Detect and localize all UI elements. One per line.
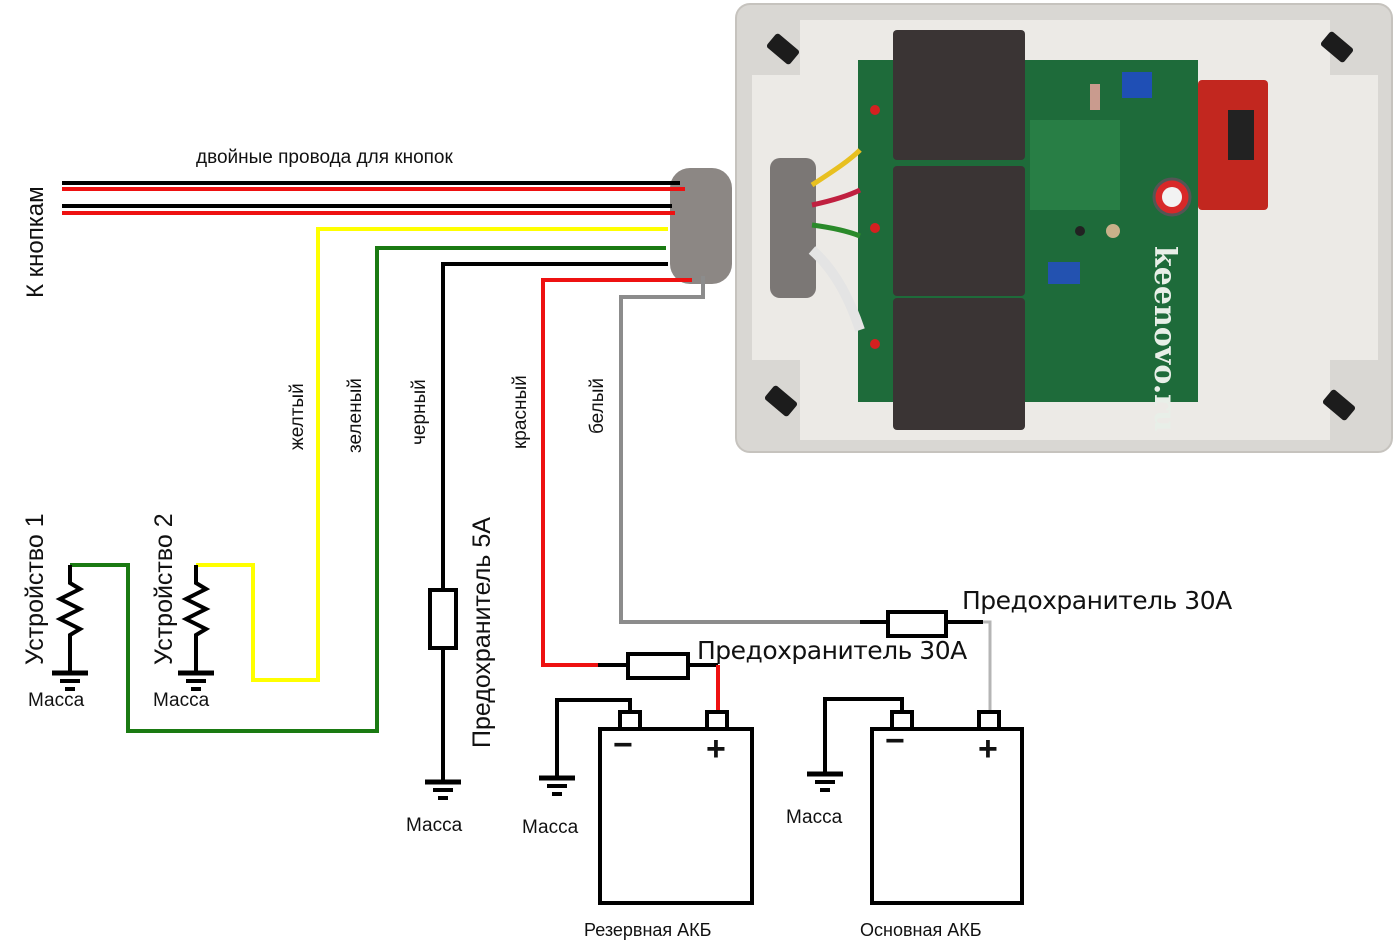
ground-label-main-battery: Масса — [786, 807, 843, 828]
device-photo — [670, 3, 1393, 453]
ground-symbol-backup-battery — [539, 775, 575, 796]
fuse-30a-main-label: Предохранитель 30А — [962, 586, 1232, 615]
battery-main-body — [870, 727, 1024, 905]
fuse-30a-main — [886, 610, 948, 638]
relay-3 — [893, 298, 1025, 430]
relay-1 — [893, 30, 1025, 160]
ground-label-backup-battery: Масса — [522, 817, 579, 838]
device-1-label: Устройство 1 — [21, 513, 49, 665]
potentiometer — [1048, 262, 1080, 284]
mount-slot-tl — [766, 33, 800, 65]
jumper-block — [1122, 72, 1152, 98]
mount-slot-bl — [764, 385, 798, 417]
cable-gland — [670, 148, 865, 332]
battery-backup-ground-lead — [555, 698, 632, 776]
ground-label-device-1: Масса — [28, 690, 85, 711]
wire-white — [619, 276, 860, 624]
ground-label-fuse-5a: Масса — [406, 815, 463, 836]
wire-label-yellow: желтый — [287, 383, 308, 450]
wire-label-red: красный — [510, 375, 531, 449]
pcb-brand-text: keenovo.ru — [1147, 246, 1182, 432]
photo-sensor — [1106, 224, 1120, 238]
battery-main-minus: − — [885, 722, 905, 760]
pcb-module — [1030, 120, 1120, 210]
wire-yellow — [196, 227, 668, 682]
usb-port — [1228, 110, 1254, 160]
battery-main-label: Основная АКБ — [860, 920, 982, 940]
ground-symbol-fuse-5a — [425, 779, 461, 800]
battery-backup-terminal-plus — [705, 710, 729, 731]
led-1 — [870, 105, 880, 115]
title-double-wires: двойные провода для кнопок — [196, 147, 453, 168]
led-3 — [870, 339, 880, 349]
wire-red — [541, 278, 692, 667]
mount-slot-br — [1322, 389, 1356, 421]
battery-backup-body — [598, 727, 754, 905]
ground-symbol-device-1 — [52, 670, 88, 691]
fuse-5a — [428, 588, 458, 650]
device-2-resistor — [181, 565, 211, 673]
ground-label-device-2: Масса — [153, 690, 210, 711]
battery-main-plus: + — [978, 730, 998, 768]
gland-body — [670, 168, 732, 284]
wires — [62, 181, 992, 780]
inner-wire-green — [811, 222, 861, 239]
wire-label-white: белый — [587, 378, 608, 434]
ground-symbol-main-battery — [807, 771, 843, 792]
wire-label-black: черный — [409, 379, 430, 445]
battery-main-ground-lead — [823, 697, 904, 772]
device-1-resistor — [55, 565, 85, 673]
to-buttons-label: К кнопкам — [22, 186, 49, 298]
mount-slot-tr — [1320, 31, 1354, 63]
inner-wire-red — [811, 187, 862, 208]
device-2-label: Устройство 2 — [150, 513, 178, 665]
battery-main-terminal-plus — [977, 710, 1001, 731]
led-2 — [870, 223, 880, 233]
symbols — [52, 565, 1024, 905]
wire-black — [441, 262, 668, 590]
ground-symbol-device-2 — [178, 670, 214, 691]
battery-backup-minus: − — [613, 726, 633, 764]
gland-nut — [770, 158, 816, 298]
relay-2 — [893, 166, 1025, 296]
capacitor-top — [1162, 187, 1182, 207]
inner-wire-yellow — [810, 148, 862, 188]
fuse-30a-backup-label: Предохранитель 30А — [697, 636, 967, 665]
wire-green — [70, 246, 666, 733]
pcb-hole — [1075, 226, 1085, 236]
wire-label-green: зеленый — [345, 378, 366, 453]
battery-backup-label: Резервная АКБ — [584, 920, 712, 940]
wire-white-to-plus — [983, 620, 992, 712]
inner-wire-ribbon — [808, 246, 865, 332]
battery-main-terminal-minus — [890, 710, 914, 731]
battery-backup-terminal-minus — [618, 710, 642, 731]
fuse-5a-label: Предохранитель 5А — [468, 517, 496, 748]
battery-backup-plus: + — [706, 730, 726, 768]
resistor — [1090, 84, 1100, 110]
fuse-30a-backup — [626, 652, 690, 680]
